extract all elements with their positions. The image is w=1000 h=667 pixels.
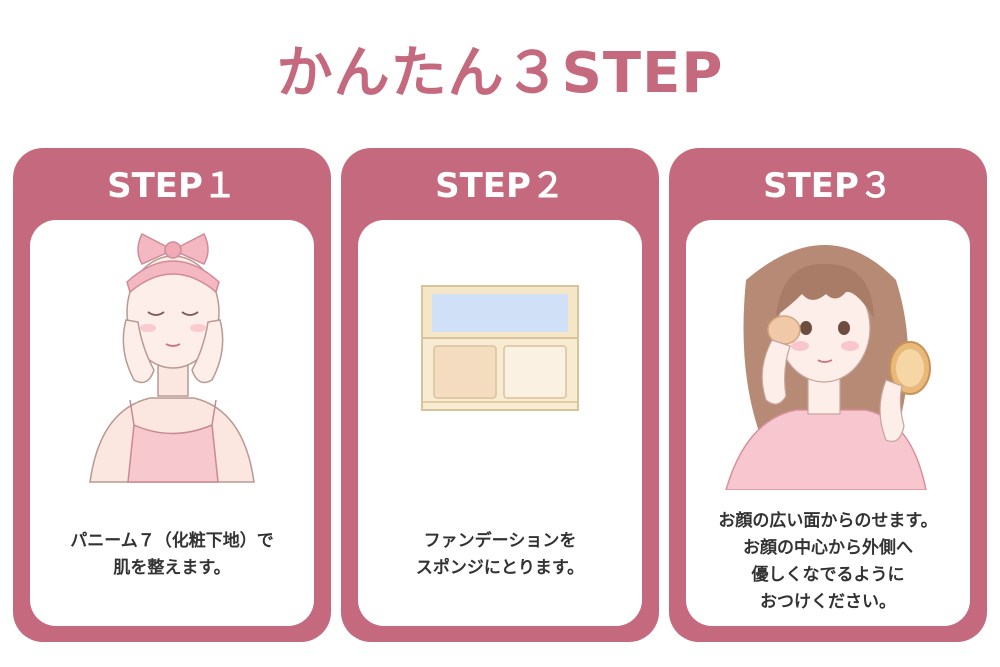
woman-applying-makeup-illustration	[725, 245, 931, 490]
description-line: お顔の広い面からのせます。	[718, 511, 938, 531]
step-card-3: STEP３ お顔	[669, 148, 987, 642]
description-line: スポンジにとります。	[415, 558, 585, 578]
page-title: かんたん３STEP	[276, 41, 724, 106]
description-line: ファンデーションを	[423, 531, 577, 551]
description-line: おつけください。	[760, 592, 896, 612]
step-description: パニーム７（化粧下地）で 肌を整えます。	[38, 528, 306, 582]
description-line: 肌を整えます。	[113, 558, 231, 578]
step-panel: パニーム７（化粧下地）で 肌を整えます。	[30, 220, 314, 626]
step-panel: お顔の広い面からのせます。 お顔の中心から外側へ 優しくなでるように おつけくだ…	[686, 220, 970, 626]
description-line: お顔の中心から外側へ	[743, 538, 913, 558]
step-card-1: STEP１	[13, 148, 331, 642]
step-description: ファンデーションを スポンジにとります。	[366, 528, 634, 582]
description-line: パニーム７（化粧下地）で	[70, 531, 274, 551]
woman-headband-illustration	[89, 232, 255, 483]
step-label: STEP１	[107, 166, 237, 206]
step-panel: ファンデーションを スポンジにとります。	[358, 220, 642, 626]
description-line: 優しくなでるように	[751, 565, 905, 585]
step-card-2: STEP２ ファンデーションを スポンジにとります。	[341, 148, 659, 642]
step-label: STEP３	[763, 166, 893, 206]
foundation-compact-illustration	[421, 285, 579, 411]
step-label: STEP２	[435, 166, 565, 206]
step-description: お顔の広い面からのせます。 お顔の中心から外側へ 優しくなでるように おつけくだ…	[694, 508, 962, 616]
